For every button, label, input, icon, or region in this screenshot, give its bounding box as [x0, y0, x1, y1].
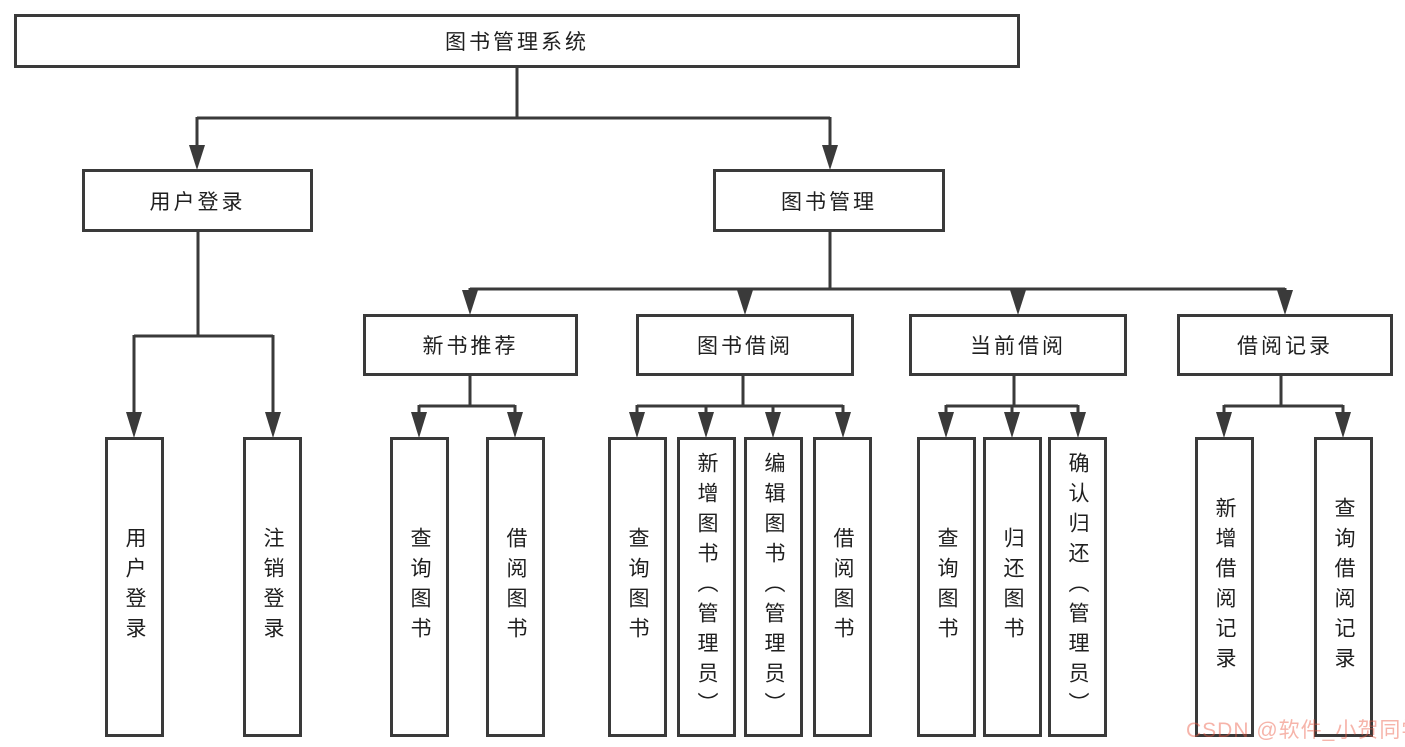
node-label: 新书推荐: [422, 335, 519, 358]
leaf-add-books-admin: 新增图书（管理员）: [677, 437, 736, 737]
leaf-add-borrow-record: 新增借阅记录: [1195, 437, 1254, 737]
node-label: 当前借阅: [970, 335, 1066, 358]
leaf-confirm-return-admin: 确认归还（管理员）: [1048, 437, 1107, 737]
node-book-borrow: 图书借阅: [636, 314, 854, 376]
node-borrow-records: 借阅记录: [1177, 314, 1393, 376]
node-library-management-system: 图书管理系统: [14, 14, 1020, 68]
node-new-book-recommend: 新书推荐: [363, 314, 578, 376]
node-label: 归还图书: [1001, 527, 1024, 647]
leaf-query-books-borrow: 查询图书: [608, 437, 667, 737]
node-label: 借阅图书: [831, 527, 854, 647]
node-book-management: 图书管理: [713, 169, 945, 232]
node-label: 图书管理系统: [445, 31, 589, 54]
node-label: 新增借阅记录: [1213, 497, 1236, 677]
node-label: 用户登录: [149, 190, 246, 214]
leaf-user-login: 用户登录: [105, 437, 164, 737]
node-label: 查询图书: [626, 527, 649, 647]
leaf-borrow-books: 借阅图书: [813, 437, 872, 737]
node-label: 查询图书: [408, 527, 431, 647]
node-label: 查询借阅记录: [1332, 497, 1355, 677]
node-current-borrow: 当前借阅: [909, 314, 1127, 376]
node-label: 借阅记录: [1237, 335, 1333, 358]
node-label: 图书管理: [781, 190, 877, 214]
leaf-logout: 注销登录: [243, 437, 302, 737]
leaf-query-books-current: 查询图书: [917, 437, 976, 737]
node-label: 用户登录: [123, 527, 146, 647]
node-label: 注销登录: [261, 527, 284, 647]
node-label: 查询图书: [935, 527, 958, 647]
leaf-return-books: 归还图书: [983, 437, 1042, 737]
node-label: 图书借阅: [697, 335, 793, 358]
node-label: 编辑图书（管理员）: [762, 452, 785, 722]
leaf-edit-books-admin: 编辑图书（管理员）: [744, 437, 803, 737]
node-label: 新增图书（管理员）: [695, 452, 718, 722]
leaf-query-borrow-record: 查询借阅记录: [1314, 437, 1373, 737]
node-user-login: 用户登录: [82, 169, 313, 232]
leaf-borrow-books-recommend: 借阅图书: [486, 437, 545, 737]
node-label: 借阅图书: [504, 527, 527, 647]
node-label: 确认归还（管理员）: [1066, 452, 1089, 722]
leaf-query-books-recommend: 查询图书: [390, 437, 449, 737]
csdn-watermark: CSDN @软件_小贺同学: [1186, 719, 1405, 742]
